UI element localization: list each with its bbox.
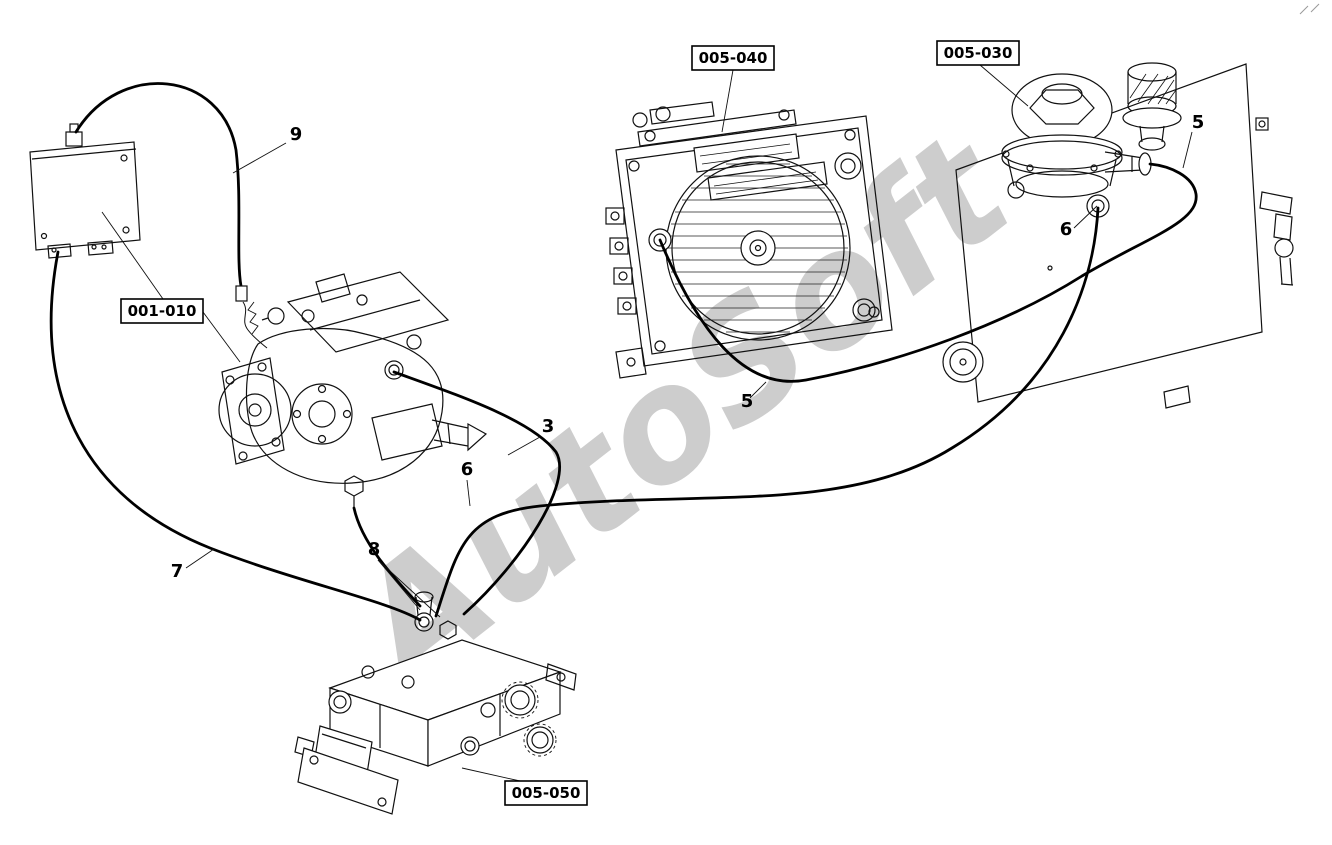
part-label-control-unit-text: 001-010	[128, 302, 197, 320]
hose-7-path	[49, 250, 422, 622]
breather-cap-drawing	[1122, 62, 1182, 151]
part-label-tank-filter[interactable]: 005-030	[936, 40, 1020, 66]
callout-5-cooler: 5	[741, 391, 754, 412]
callout-7: 7	[171, 561, 184, 582]
hydraulic-tank-drawing	[942, 63, 1294, 409]
hose-5-path	[658, 162, 1198, 383]
oil-cooler-drawing	[605, 101, 893, 379]
pump-drawing	[218, 271, 488, 508]
valve-block-drawing	[294, 591, 577, 815]
hose-3-path	[392, 370, 562, 616]
callout-3: 3	[542, 416, 555, 437]
cable-9-path	[74, 82, 243, 288]
hoses	[49, 82, 1198, 622]
callout-5-tank: 5	[1192, 112, 1205, 133]
callout-8: 8	[368, 539, 381, 560]
part-label-control-unit[interactable]: 001-010	[120, 298, 204, 324]
callout-9: 9	[290, 124, 303, 145]
hose-pump-to-valve-path	[352, 506, 422, 608]
corner-mark	[1299, 3, 1320, 15]
cable-connector	[235, 285, 268, 349]
leader-lines	[101, 64, 1193, 782]
tank-filter-drawing	[1001, 73, 1152, 218]
part-label-valve-block[interactable]: 005-050	[504, 780, 588, 806]
callout-6-pump: 6	[461, 459, 474, 480]
control-unit-drawing	[29, 123, 141, 259]
part-label-tank-filter-text: 005-030	[944, 44, 1013, 62]
hose-6-path	[434, 206, 1100, 618]
callout-6-tank: 6	[1060, 219, 1073, 240]
part-label-oil-cooler-text: 005-040	[699, 49, 768, 67]
part-label-oil-cooler[interactable]: 005-040	[691, 45, 775, 71]
part-label-valve-block-text: 005-050	[512, 784, 581, 802]
